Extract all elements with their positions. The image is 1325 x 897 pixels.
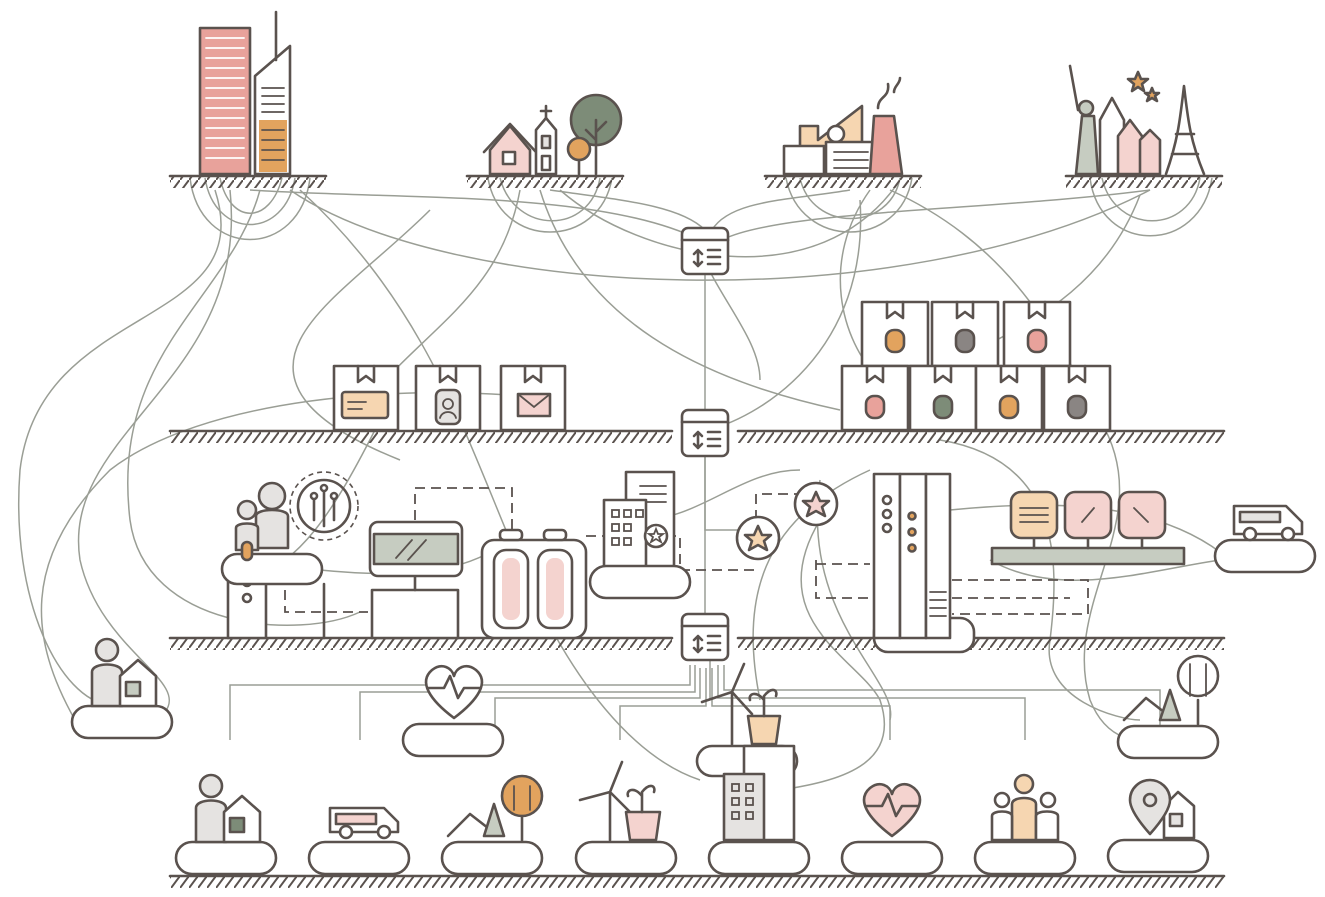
star-badge-icon bbox=[735, 515, 781, 561]
box-green-tag bbox=[908, 364, 978, 432]
skyscrapers-icon bbox=[198, 10, 292, 176]
bottom-ground bbox=[168, 874, 1226, 888]
heart-rate-icon bbox=[401, 664, 505, 758]
office-building-star-icon bbox=[588, 470, 692, 600]
database-sync-icon bbox=[680, 226, 730, 276]
server-rack-icon bbox=[872, 472, 976, 654]
person-with-fingerprint-icon bbox=[220, 471, 359, 640]
top-grounds bbox=[168, 174, 1224, 188]
mountain-tree-icon bbox=[1116, 654, 1220, 760]
factory-power-plant-icon bbox=[782, 76, 904, 176]
display-panels-icon bbox=[990, 490, 1186, 566]
stacked-boxes-icon bbox=[840, 300, 1112, 432]
office-building-icon bbox=[707, 744, 811, 876]
dashed-connectors bbox=[284, 487, 1089, 615]
family-icon bbox=[973, 773, 1077, 876]
box-orange-tag bbox=[974, 364, 1044, 432]
box-payment-card-icon bbox=[332, 364, 400, 432]
location-pin-home-icon bbox=[1106, 778, 1210, 874]
van-icon bbox=[307, 806, 411, 876]
panel-orange bbox=[1009, 490, 1059, 550]
box-pink-tag bbox=[840, 364, 910, 432]
panel-pink bbox=[1063, 490, 1113, 550]
village-house-church-tree-icon bbox=[482, 93, 623, 176]
wind-turbine-plant-icon bbox=[574, 760, 678, 876]
box-gray-tag bbox=[1042, 364, 1112, 432]
twin-capsule-tanks-icon bbox=[480, 528, 588, 640]
van-icon bbox=[1213, 504, 1317, 574]
mountain-tree-icon bbox=[440, 774, 544, 876]
box-orange-tag bbox=[860, 300, 930, 368]
database-sync-icon bbox=[680, 408, 730, 458]
database-sync-icon bbox=[680, 612, 730, 662]
person-home-icon bbox=[70, 637, 174, 740]
heart-rate-icon bbox=[840, 782, 944, 876]
panel-pink bbox=[1117, 490, 1167, 550]
landmarks-statue-of-liberty-eiffel-tower-icon bbox=[1068, 64, 1206, 176]
star-badge-icon bbox=[793, 481, 839, 527]
box-id-badge-icon bbox=[414, 364, 482, 432]
box-gray-tag bbox=[930, 300, 1000, 368]
box-pink-tag bbox=[1002, 300, 1072, 368]
person-home-icon bbox=[174, 773, 278, 876]
monitor-terminal-icon bbox=[368, 520, 464, 640]
box-envelope-icon bbox=[499, 364, 567, 432]
connection-wires bbox=[18, 177, 1231, 791]
